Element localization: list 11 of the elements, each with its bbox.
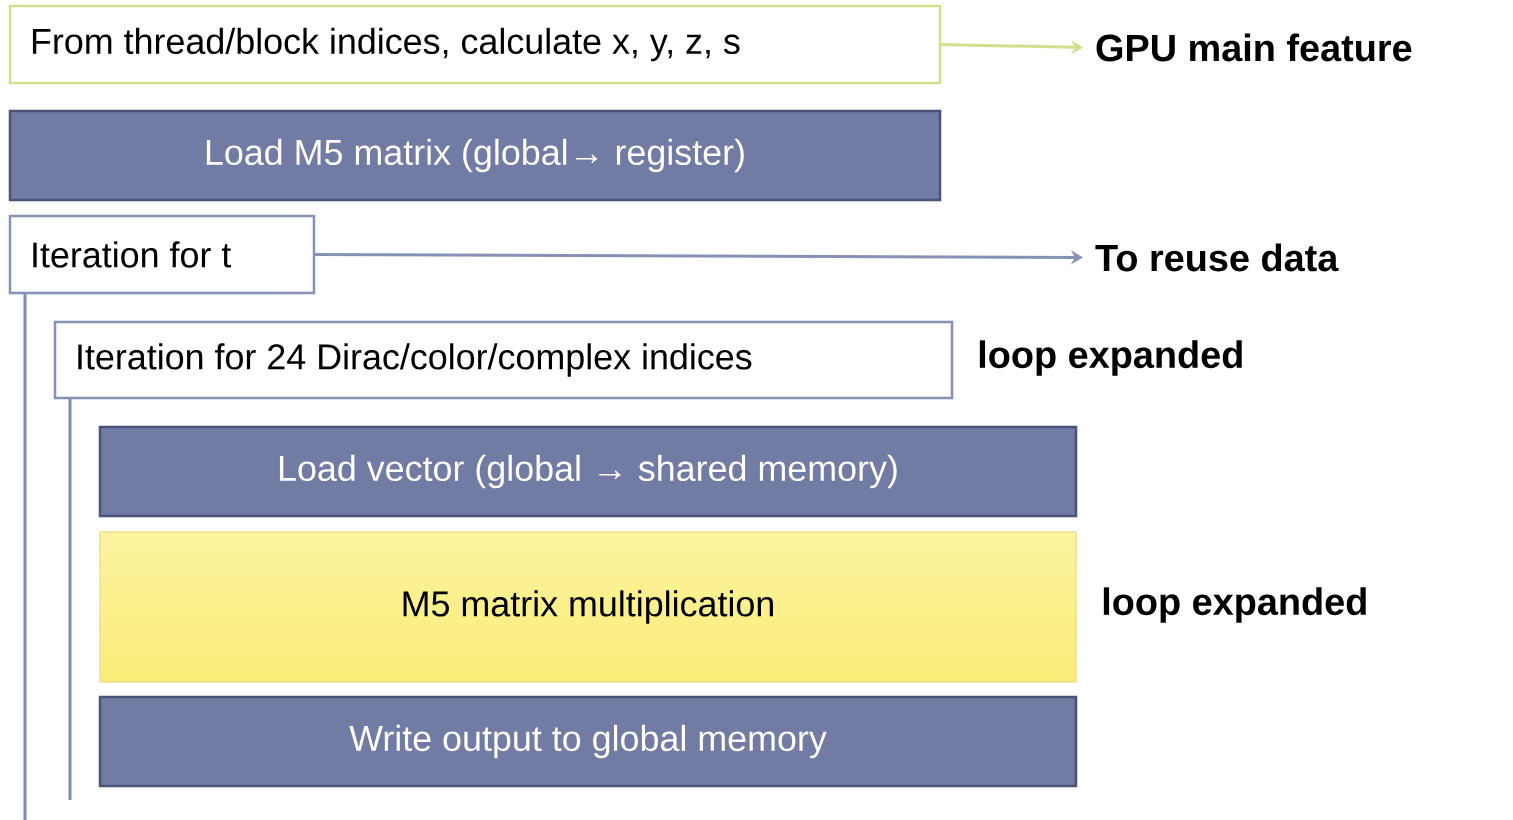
side-note: loop expanded [1103,587,1366,623]
side-note: loop expanded [979,340,1242,376]
loop-box: Iteration for t [8,214,316,295]
process-box: Write output to global memory [98,695,1078,788]
feature-label: GPU main feature [1096,33,1412,62]
feature-label: To reuse data [1095,243,1339,272]
loop-box: Iteration for 24 Dirac/color/complex indices [53,320,954,400]
highlight-box: M5 matrix multiplication [99,531,1077,683]
process-box: Load vector (global → shared memory) [98,425,1078,518]
process-box: From thread/block indices, calculate x, y, z, s [8,4,942,85]
process-box: Load M5 matrix (global→ register) [8,109,942,202]
